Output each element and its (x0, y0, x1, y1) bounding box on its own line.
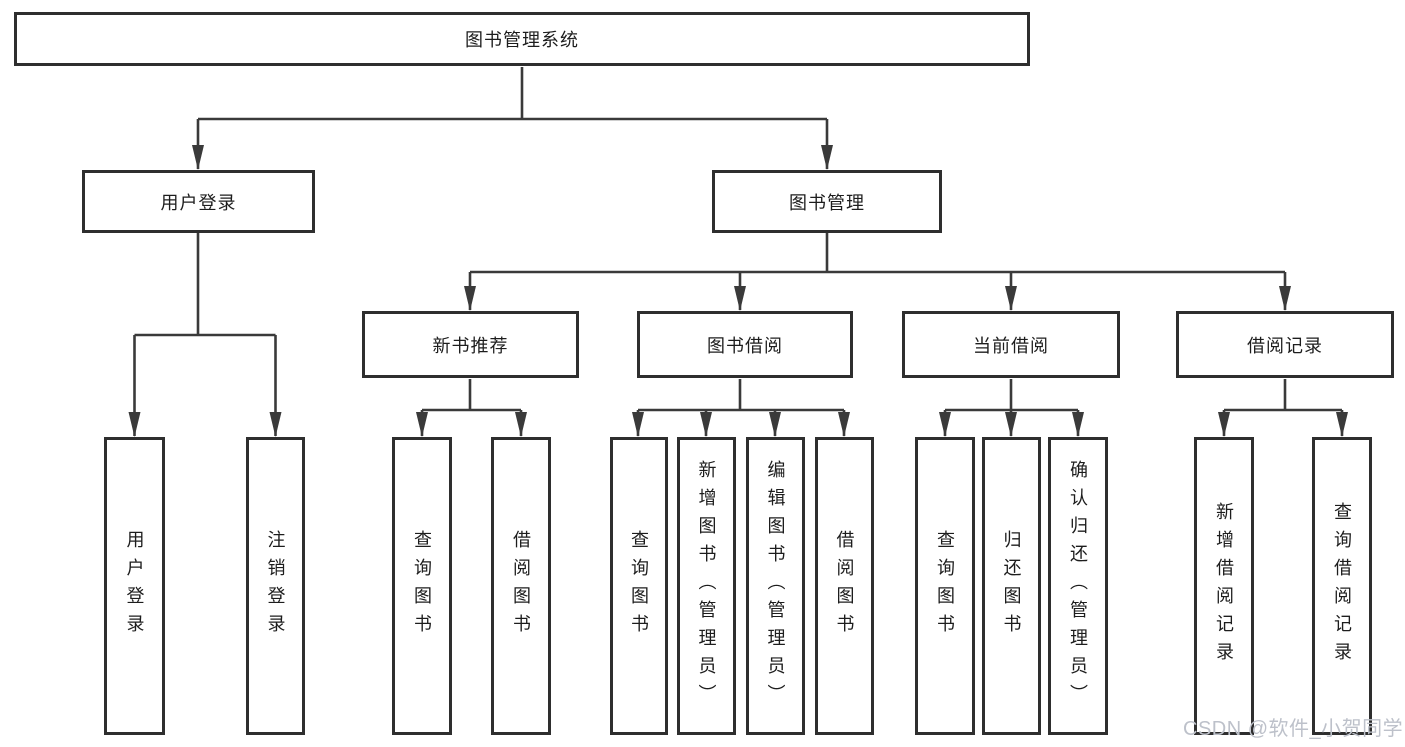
node-borrowing-records: 借阅记录 (1176, 311, 1394, 378)
node-new-book-recommend: 新书推荐 (362, 311, 579, 378)
connector-borrowing-trunk (638, 379, 844, 412)
node-root: 图书管理系统 (14, 12, 1030, 66)
node-bb-add-book-admin: 新增图书（管理员） (677, 437, 736, 735)
node-cb-confirm-return-admin: 确认归还（管理员） (1048, 437, 1108, 735)
node-rec-query-books: 查询图书 (392, 437, 452, 735)
node-book-borrowing: 图书借阅 (637, 311, 853, 378)
node-cb-return-books: 归还图书 (982, 437, 1041, 735)
node-bb-edit-book-admin: 编辑图书（管理员） (746, 437, 805, 735)
node-br-add-record: 新增借阅记录 (1194, 437, 1254, 735)
node-bb-query-books: 查询图书 (610, 437, 668, 735)
connector-recommend-trunk (422, 379, 521, 412)
connector-book-mgmt-trunk (470, 233, 1285, 274)
node-book-management: 图书管理 (712, 170, 942, 233)
node-current-borrowing: 当前借阅 (902, 311, 1120, 378)
connector-records-trunk (1224, 379, 1342, 412)
node-logout: 注销登录 (246, 437, 305, 735)
node-cb-query-books: 查询图书 (915, 437, 975, 735)
node-br-query-record: 查询借阅记录 (1312, 437, 1372, 735)
node-user-login: 用户登录 (82, 170, 315, 233)
node-bb-borrow-books: 借阅图书 (815, 437, 874, 735)
connector-user-login-trunk (134, 233, 276, 337)
node-login: 用户登录 (104, 437, 165, 735)
connector-current-trunk (945, 379, 1078, 412)
connector-root-trunk (198, 67, 827, 121)
node-rec-borrow-books: 借阅图书 (491, 437, 551, 735)
watermark: CSDN @软件_小贺同学 (1183, 718, 1404, 740)
